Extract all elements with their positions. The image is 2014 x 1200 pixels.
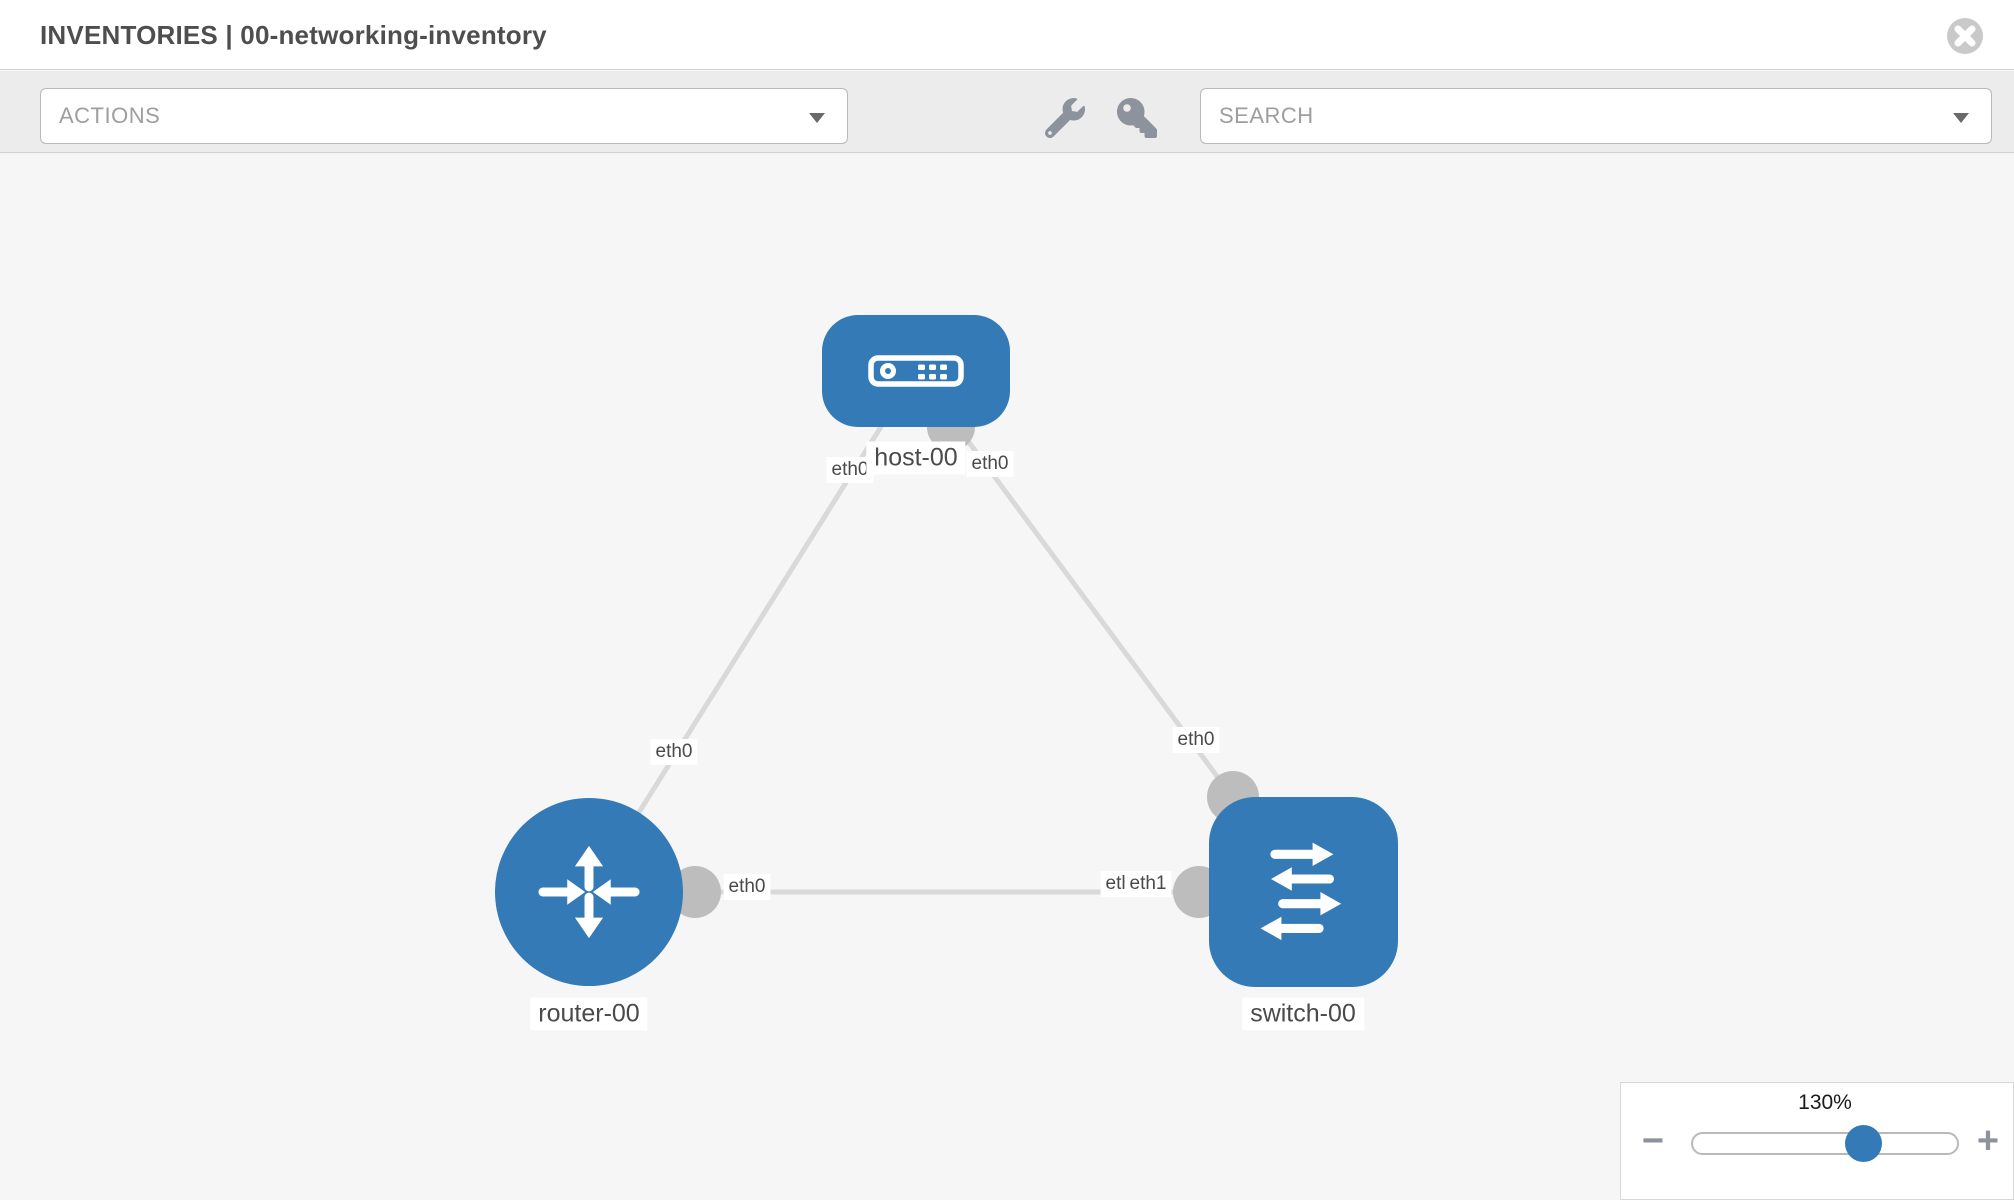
- actions-dropdown-label: ACTIONS: [59, 103, 161, 128]
- search-dropdown-label: SEARCH: [1219, 103, 1314, 128]
- zoom-panel: 130% − +: [1620, 1082, 2014, 1200]
- zoom-out-button[interactable]: −: [1637, 1119, 1669, 1163]
- zoom-in-button[interactable]: +: [1972, 1119, 2004, 1163]
- actions-dropdown[interactable]: ACTIONS: [40, 88, 848, 144]
- search-dropdown[interactable]: SEARCH: [1200, 88, 1992, 144]
- toolbar: ACTIONS SEARCH: [0, 71, 2014, 153]
- wrench-icon: [1044, 97, 1085, 138]
- page-header: INVENTORIES | 00-networking-inventory: [0, 0, 2014, 70]
- chevron-down-icon: [1953, 113, 1969, 123]
- close-icon: [1947, 18, 1983, 54]
- zoom-slider-track[interactable]: [1691, 1132, 1959, 1155]
- topology-canvas[interactable]: [0, 153, 2014, 1200]
- configure-button[interactable]: [1043, 97, 1087, 141]
- node-router-00[interactable]: [495, 798, 683, 986]
- page-title: INVENTORIES | 00-networking-inventory: [40, 20, 547, 50]
- zoom-slider-thumb[interactable]: [1845, 1125, 1882, 1162]
- chevron-down-icon: [809, 113, 825, 123]
- node-host-00[interactable]: [822, 315, 1010, 427]
- credentials-button[interactable]: [1115, 97, 1159, 141]
- node-switch-00[interactable]: [1209, 797, 1398, 987]
- zoom-level: 130%: [1798, 1091, 1852, 1114]
- key-icon: [1117, 97, 1157, 138]
- close-button[interactable]: [1946, 17, 1984, 55]
